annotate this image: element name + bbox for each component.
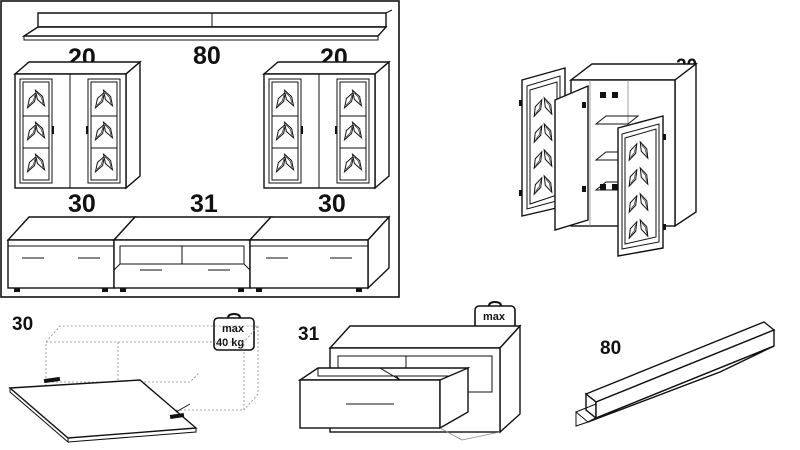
overview-low-units <box>6 215 391 292</box>
weight-badge-30-kg: 40 kg <box>216 337 244 349</box>
overview-frame <box>0 0 400 298</box>
overview-right-cabinet <box>262 60 391 190</box>
weight-badge-30: max 40 kg <box>213 313 255 351</box>
overview-wall-shelf <box>21 9 393 41</box>
weight-badge-30-max: max <box>222 323 245 335</box>
overview-left-cabinet <box>13 60 142 190</box>
cabinet-20-detail: 20 <box>519 56 699 257</box>
unit-31-detail: 31 max 40 kg <box>297 301 522 441</box>
unit-30-detail: 30 max 40 kg <box>8 313 259 444</box>
label-unit-30: 30 <box>12 314 33 335</box>
overview-panel: 80 20 20 <box>0 0 400 298</box>
shelf-80-detail: 80 <box>575 321 776 427</box>
label-wall-shelf: 80 <box>193 42 221 70</box>
label-center-tv-unit: 31 <box>190 190 218 218</box>
label-right-low-unit: 30 <box>318 190 346 218</box>
label-left-low-unit: 30 <box>68 190 96 218</box>
label-unit-31: 31 <box>298 324 320 345</box>
weight-badge-31-max: max <box>483 311 506 323</box>
label-shelf-80: 80 <box>600 338 621 359</box>
